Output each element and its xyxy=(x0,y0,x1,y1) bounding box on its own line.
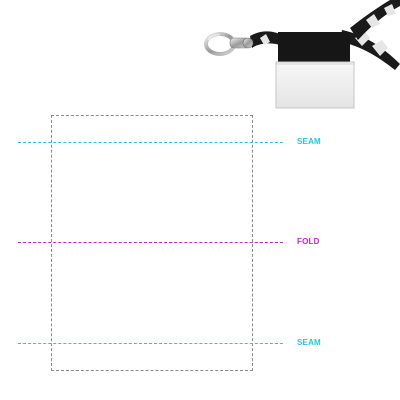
card-pouch xyxy=(275,61,355,109)
seam-guide-line-top xyxy=(18,142,283,143)
strap-lower xyxy=(340,30,400,70)
strap-upper xyxy=(350,0,400,40)
strap-to-hook xyxy=(250,31,284,48)
fold-label: FOLD xyxy=(297,237,320,246)
lanyard-illustration xyxy=(204,0,400,109)
seam-label-bottom: SEAM xyxy=(297,338,321,347)
seam-guide-line-bottom xyxy=(18,343,283,344)
strap-band xyxy=(278,32,350,64)
template-outline xyxy=(51,115,253,371)
seam-label-top: SEAM xyxy=(297,137,321,146)
fold-guide-line xyxy=(18,242,283,243)
hook-icon xyxy=(204,32,254,56)
